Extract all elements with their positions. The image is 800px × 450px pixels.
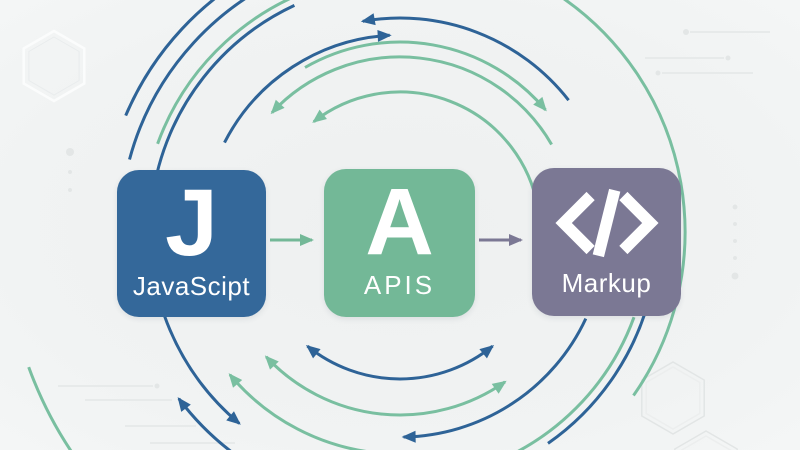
green-circular-arrows: [27, 0, 687, 450]
cycle-arc: [305, 344, 495, 381]
block-apis: A APIS: [324, 169, 475, 317]
cycle-arc: [563, 0, 687, 397]
cycle-arc: [360, 13, 570, 102]
cycle-arc: [156, 0, 291, 145]
hexagon-outline: [645, 366, 701, 430]
hexagon-decorations: [22, 29, 738, 450]
line-decorations: [58, 29, 770, 444]
hexagon-outline: [28, 36, 80, 96]
hexagon-outline: [22, 29, 86, 103]
block-javascript: J JavaScipt: [117, 170, 266, 317]
markup-label: Markup: [561, 268, 652, 298]
cycle-arc: [228, 373, 367, 450]
cycle-arc: [270, 55, 553, 146]
cycle-arc: [223, 29, 392, 144]
hexagon-outline: [674, 430, 738, 450]
cycle-arc: [304, 40, 547, 112]
blue-circular-arrows: [124, 0, 654, 450]
cycle-arc: [264, 355, 507, 417]
cycle-arc: [27, 366, 73, 450]
cycle-arc: [128, 0, 246, 160]
cycle-arc: [177, 397, 232, 450]
apis-letter: A: [365, 169, 434, 275]
cycle-arc: [517, 316, 636, 450]
cycle-arc: [401, 317, 588, 443]
code-markup-icon: [554, 168, 660, 268]
cycle-arc: [312, 90, 540, 208]
hexagon-outline: [641, 361, 705, 435]
cycle-arc: [124, 0, 216, 117]
apis-label: APIS: [363, 270, 436, 300]
javascript-letter: J: [165, 170, 218, 276]
hexagon-outline: [680, 435, 732, 450]
javascript-label: JavaScipt: [132, 271, 251, 301]
block-markup: Markup: [532, 168, 681, 316]
